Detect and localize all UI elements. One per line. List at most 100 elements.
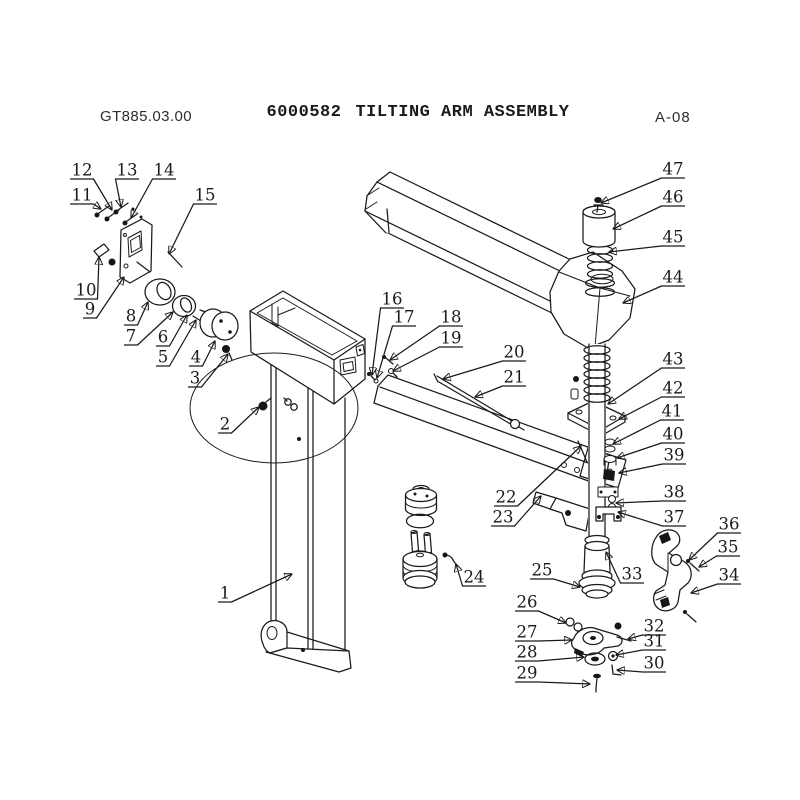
callout-leader [617, 670, 644, 672]
callout-leader [619, 463, 664, 473]
callout-22: 22 [493, 446, 582, 507]
callout-number: 42 [663, 379, 684, 398]
callout-leader [443, 360, 504, 379]
callout-9: 9 [82, 277, 125, 319]
callout-leader [95, 277, 125, 319]
callout-number: 26 [517, 593, 538, 612]
callout-46: 46 [613, 188, 686, 230]
callout-leader [131, 178, 154, 218]
callout-leader [616, 649, 644, 655]
callout-number: 10 [76, 281, 97, 300]
callout-number: 22 [496, 488, 517, 507]
callout-leader [98, 256, 100, 300]
callout-number: 2 [220, 415, 231, 434]
callout-leader [613, 419, 662, 444]
callout-15: 15 [169, 186, 218, 255]
callout-38: 38 [615, 483, 687, 504]
callout-17: 17 [377, 308, 417, 379]
callout-number: 40 [663, 425, 684, 444]
callout-leader [609, 245, 663, 252]
callout-number: 11 [72, 186, 93, 205]
callout-number: 31 [644, 632, 665, 651]
callout-leader [537, 682, 591, 684]
callout-number: 36 [719, 515, 740, 534]
callout-number: 6 [158, 328, 169, 347]
callout-number: 9 [85, 300, 96, 319]
callout-leader [456, 564, 464, 587]
callout-13: 13 [114, 161, 140, 208]
callout-leader [613, 205, 663, 229]
callout-11: 11 [69, 186, 102, 210]
callout-number: 15 [195, 186, 216, 205]
callout-14: 14 [131, 161, 177, 219]
callout-leader [619, 396, 663, 419]
callout-40: 40 [617, 425, 686, 459]
callout-36: 36 [689, 515, 742, 561]
callout-number: 21 [504, 368, 525, 387]
callout-47: 47 [601, 160, 686, 204]
tilting-arm-beam [364, 171, 574, 318]
callout-leader [628, 635, 644, 639]
callout-45: 45 [609, 228, 686, 253]
callout-number: 28 [517, 643, 538, 662]
callout-leader [94, 204, 102, 209]
callout-10: 10 [73, 256, 100, 300]
callout-leader [623, 285, 663, 303]
column [260, 364, 352, 673]
callout-18: 18 [390, 308, 464, 361]
callout-leader [608, 367, 663, 404]
drawing-number: 6000582 [266, 103, 342, 122]
page-code: A-08 [655, 109, 691, 126]
callout-35: 35 [699, 538, 741, 568]
detail-ellipse [189, 352, 359, 464]
callout-leader [201, 341, 216, 367]
callout-number: 1 [220, 584, 231, 603]
callout-leader [168, 315, 188, 347]
callout-leader [537, 657, 585, 661]
callout-2: 2 [217, 407, 260, 434]
callout-29: 29 [514, 664, 591, 685]
callout-number: 35 [718, 538, 739, 557]
callout-number: 30 [644, 654, 665, 673]
callout-leader [136, 302, 149, 326]
callout-number: 24 [464, 568, 485, 587]
callout-leader [230, 574, 293, 603]
callout-37: 37 [618, 508, 687, 527]
callout-41: 41 [613, 402, 685, 445]
doc-code: GT885.03.00 [100, 108, 192, 125]
callout-28: 28 [514, 643, 585, 662]
callout-6: 6 [155, 315, 188, 347]
callout-number: 39 [664, 446, 685, 465]
left-parts-cluster [93, 202, 239, 361]
callout-21: 21 [475, 368, 527, 398]
callout-number: 7 [126, 327, 137, 346]
callout-33: 33 [606, 552, 645, 584]
callout-leader [114, 178, 122, 207]
callout-number: 5 [158, 348, 169, 367]
callout-leader [393, 346, 441, 371]
callout-number: 47 [663, 160, 684, 179]
callout-leader [169, 203, 195, 254]
callout-leader [168, 320, 197, 367]
claw-bracket [651, 529, 700, 623]
callout-39: 39 [619, 446, 687, 474]
callout-leader [513, 496, 542, 527]
callout-leader [136, 312, 174, 346]
callout-number: 38 [664, 483, 685, 502]
column-top-box [249, 290, 366, 405]
callout-34: 34 [691, 566, 742, 594]
callout-number: 44 [663, 268, 684, 287]
callout-12: 12 [69, 161, 113, 211]
callout-number: 23 [493, 508, 514, 527]
callout-25: 25 [529, 561, 581, 588]
callout-number: 20 [504, 343, 525, 362]
callout-leader [617, 442, 663, 458]
arm-head-assembly [549, 197, 636, 349]
callout-leader [699, 555, 718, 567]
callout-4: 4 [188, 341, 216, 367]
callout-leader [606, 552, 622, 584]
callout-number: 37 [664, 508, 685, 527]
callout-number: 34 [719, 566, 740, 585]
